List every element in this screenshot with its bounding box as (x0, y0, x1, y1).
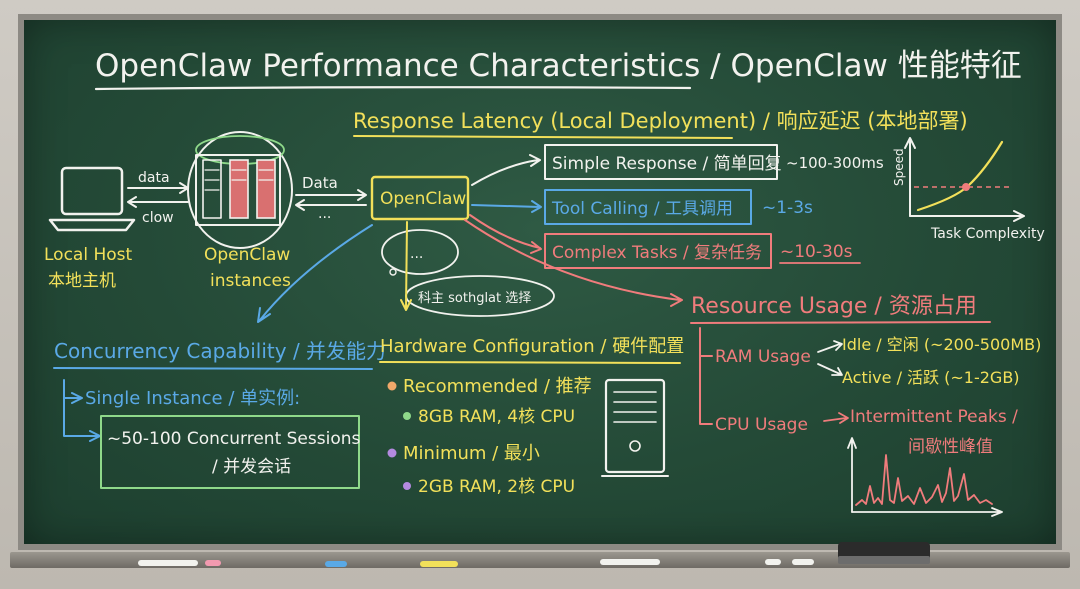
instances-label: OpenClaw (204, 245, 290, 265)
cpu-peaks-line2: 间歇性峰值 (908, 437, 993, 457)
speed-chart-x-label: Task Complexity (930, 226, 1045, 242)
latency-heading: Response Latency (Local Deployment) / 响应… (353, 109, 968, 133)
cpu-peaks-line1: Intermittent Peaks / (850, 407, 1018, 427)
minimum-spec-bullet (403, 482, 411, 490)
arrow-label-dots: ... (318, 206, 331, 222)
speed-chart (905, 138, 1024, 221)
title-underline (96, 87, 690, 89)
chalk-pieces (138, 559, 814, 567)
sessions-line1: ~50-100 Concurrent Sessions (107, 429, 360, 449)
speed-chart-curve (918, 142, 1002, 210)
recommended-spec: 8GB RAM, 4核 CPU (418, 407, 575, 427)
concurrency-underline (54, 368, 372, 369)
cpu-arrow (824, 413, 848, 423)
speed-chart-point (962, 183, 970, 191)
arrow-label-data: data (138, 170, 170, 186)
resource-underline (691, 322, 990, 323)
cpu-usage-label: CPU Usage (715, 415, 808, 435)
ram-active: Active / 活跃 (~1-2GB) (842, 368, 1020, 387)
hardware-heading: Hardware Configuration / 硬件配置 (380, 336, 684, 357)
instances-icon (188, 132, 292, 248)
ram-usage-label: RAM Usage (715, 347, 811, 367)
minimum-bullet (388, 449, 397, 458)
bubble-dots: ... (410, 246, 423, 262)
openclaw-box-label: OpenClaw (380, 189, 466, 209)
single-instance-label: Single Instance / 单实例: (85, 388, 300, 409)
latency-tool-label: Tool Calling / 工具调用 (551, 199, 733, 219)
arrow-label-data-right: Data (302, 174, 338, 192)
minimum-spec: 2GB RAM, 2核 CPU (418, 477, 575, 497)
bubble-note: 科主 sothglat 选择 (418, 291, 531, 306)
sessions-box (101, 416, 359, 488)
speed-chart-x-axis (910, 211, 1024, 221)
latency-underline (354, 136, 732, 138)
latency-simple-value: ~100-300ms (786, 154, 884, 172)
recommended-bullet (388, 382, 397, 391)
local-host-label-cn: 本地主机 (48, 271, 116, 291)
main-title: OpenClaw Performance Characteristics / O… (95, 48, 1022, 84)
server-tower-icon (602, 380, 668, 476)
latency-complex-value: ~10-30s (780, 242, 853, 262)
speed-chart-y-axis (905, 138, 915, 216)
eraser (838, 542, 930, 564)
hardware-underline (380, 362, 680, 363)
arrow-label-clow: clow (142, 210, 174, 226)
resource-heading: Resource Usage / 资源占用 (691, 294, 977, 319)
recommended-spec-bullet (403, 412, 411, 420)
speed-chart-y-label: Speed (892, 148, 906, 186)
local-host-label: Local Host (44, 245, 133, 265)
latency-simple-label: Simple Response / 简单回复 (552, 154, 782, 174)
ram-arrow-active (818, 364, 842, 375)
latency-complex-label: Complex Tasks / 复杂任务 (552, 243, 762, 263)
resource-tree (700, 328, 712, 424)
laptop-icon (50, 168, 134, 230)
sessions-line2: / 并发会话 (212, 457, 291, 477)
concurrency-heading: Concurrency Capability / 并发能力 (54, 339, 386, 363)
minimum-label: Minimum / 最小 (403, 443, 540, 464)
instances-label-2: instances (210, 271, 291, 291)
host-instance-arrows (128, 183, 188, 207)
latency-tool-value: ~1-3s (762, 198, 813, 218)
recommended-label: Recommended / 推荐 (403, 376, 592, 397)
ram-arrow-idle (818, 341, 842, 352)
ram-idle: Idle / 空闲 (~200-500MB) (842, 335, 1041, 354)
